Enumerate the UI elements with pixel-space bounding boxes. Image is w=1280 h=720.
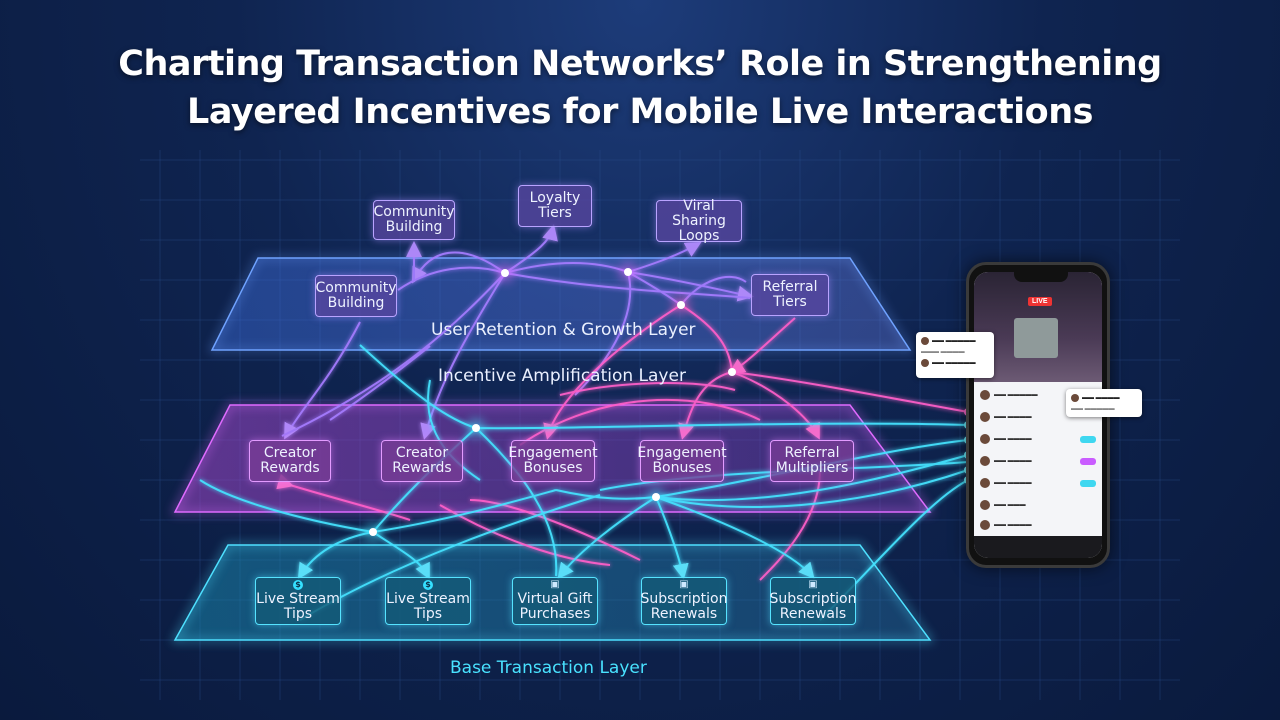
- base-layer-plane-glow: [171, 543, 934, 642]
- avatar: [980, 520, 990, 530]
- chat-row: ▬▬ ▬▬▬▬: [980, 454, 1102, 468]
- title-line-1: Charting Transaction Networks’ Role in S…: [118, 44, 1162, 84]
- gift-icon: ▣: [550, 579, 560, 590]
- title-line-2: Layered Incentives for Mobile Live Inter…: [187, 92, 1093, 132]
- avatar: [980, 412, 990, 422]
- page-title: Charting Transaction Networks’ Role in S…: [0, 40, 1280, 136]
- gift-icon: ▣: [808, 579, 818, 590]
- avatar: [921, 358, 929, 367]
- avatar: [980, 456, 990, 466]
- avatar: [1071, 393, 1079, 402]
- chat-row: ▬▬ ▬▬▬▬▬: [980, 388, 1102, 402]
- label-incentive-amplification-layer: Incentive Amplification Layer: [438, 366, 686, 386]
- chat-bubble-2: ▬▬ ▬▬▬▬ ▬▬ ▬▬▬▬▬: [1066, 389, 1142, 417]
- coin-icon: $: [423, 580, 433, 590]
- chat-row: ▬▬ ▬▬▬▬: [980, 432, 1102, 446]
- label-user-retention-layer: User Retention & Growth Layer: [431, 320, 696, 340]
- chat-row: ▬▬ ▬▬▬▬: [980, 476, 1102, 490]
- chat-row: ▬▬ ▬▬▬: [980, 498, 1102, 512]
- live-video-area: LIVE: [974, 272, 1102, 382]
- video-thumbnail: [1014, 318, 1058, 358]
- live-badge: LIVE: [1028, 297, 1052, 306]
- coin-icon: $: [293, 580, 303, 590]
- chat-row: ▬▬ ▬▬▬▬: [980, 410, 1102, 424]
- avatar: [980, 478, 990, 488]
- avatar: [980, 390, 990, 400]
- avatar: [921, 336, 929, 345]
- phone-notch: [1014, 272, 1068, 282]
- middle-layer-plane-glow: [171, 403, 934, 514]
- top-layer-plane-glow: [208, 256, 914, 352]
- label-base-transaction-layer: Base Transaction Layer: [450, 658, 647, 678]
- chat-bubble-1: ▬▬ ▬▬▬▬▬ ▬▬▬ ▬▬▬▬ ▬▬ ▬▬▬▬▬: [916, 332, 994, 378]
- avatar: [980, 500, 990, 510]
- avatar: [980, 434, 990, 444]
- phone-tab-bar: [974, 536, 1102, 558]
- chat-row: ▬▬ ▬▬▬▬: [980, 518, 1102, 532]
- gift-icon: ▣: [679, 579, 689, 590]
